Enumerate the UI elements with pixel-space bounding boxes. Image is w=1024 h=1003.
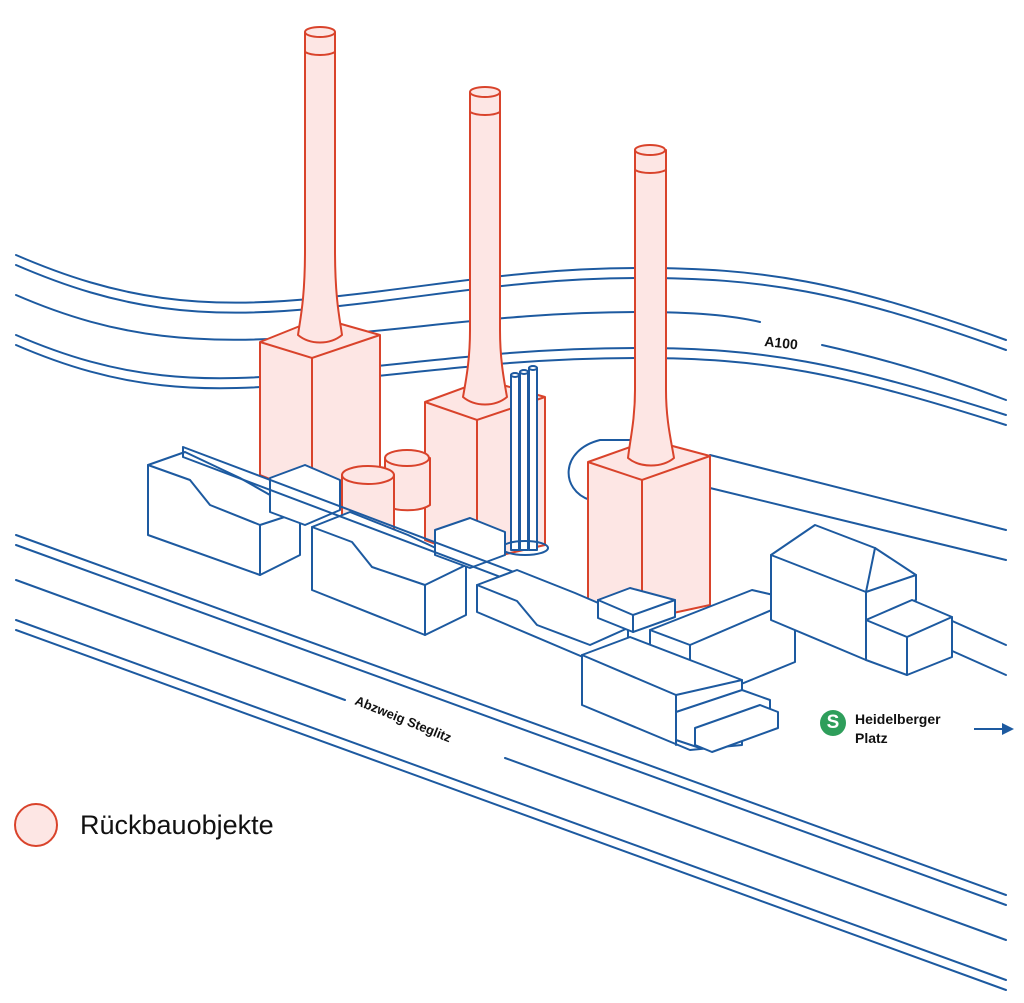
sbahn-icon: S — [820, 710, 846, 736]
rail-line-4 — [15, 619, 1007, 981]
access-road-2 — [709, 487, 1007, 561]
highway-edge-1 — [15, 254, 1007, 341]
rail-line-2 — [15, 544, 1007, 906]
tank-2-top — [384, 449, 430, 467]
highway-center-2 — [821, 344, 1007, 401]
rail-line-3b — [504, 757, 1007, 941]
legend: Rückbauobjekte — [14, 803, 274, 847]
chimney-2-top — [469, 86, 501, 98]
legend-swatch-demolition — [14, 803, 58, 847]
railway-label: Abzweig Steglitz — [353, 693, 454, 746]
hall-2-annex — [434, 517, 506, 569]
station-name-line1: Heidelberger — [855, 711, 941, 727]
highway-center-1 — [15, 294, 761, 341]
sbahn-station-marker: S Heidelberger Platz — [820, 710, 941, 748]
chimney-1 — [297, 31, 343, 344]
rail-line-3a — [15, 579, 346, 701]
step-2 — [694, 704, 779, 753]
rail-line-1 — [15, 534, 1007, 896]
demolition-block-1 — [259, 26, 381, 496]
side-building — [865, 599, 953, 676]
station-name: Heidelberger Platz — [855, 710, 941, 748]
access-road-1 — [709, 454, 1007, 531]
small-annex — [597, 587, 676, 633]
existing-buildings — [147, 446, 953, 753]
gabled-building — [770, 524, 917, 661]
rail-line-5 — [15, 629, 1007, 991]
chimney-3-top — [634, 144, 666, 156]
access-loop-road — [567, 439, 641, 501]
access-road-4 — [949, 649, 1007, 676]
arrow-right-icon — [974, 723, 1014, 735]
demolition-block-3 — [587, 144, 711, 619]
exhaust-pipes — [501, 365, 549, 556]
chimney-2 — [462, 91, 508, 406]
highway-edge-2 — [15, 264, 1007, 351]
legend-label: Rückbauobjekte — [80, 809, 274, 840]
station-name-line2: Platz — [855, 730, 888, 746]
chimney-1-top — [304, 26, 336, 38]
chimney-3 — [627, 149, 675, 467]
tank-1-top — [341, 465, 395, 485]
boiler-house-3 — [587, 439, 711, 619]
access-road-3 — [949, 619, 1007, 646]
highway-label: A100 — [764, 333, 799, 352]
